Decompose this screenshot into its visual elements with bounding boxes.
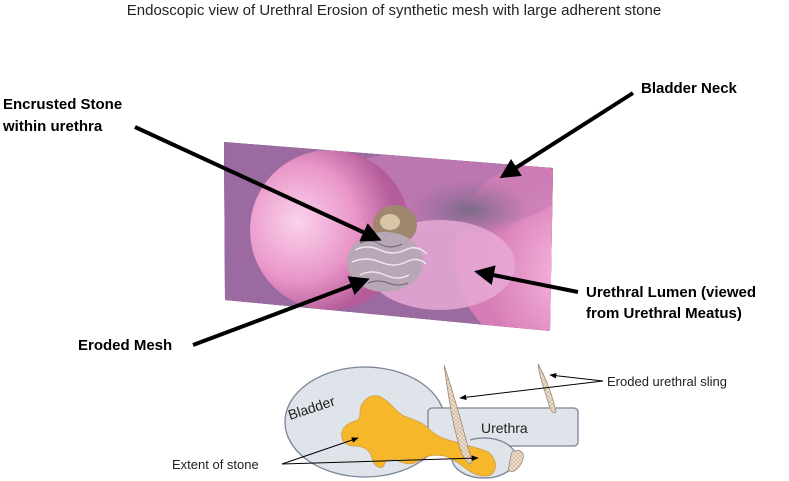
label-bladder-neck: Bladder Neck bbox=[641, 80, 738, 97]
arrow-urethral-lumen bbox=[474, 265, 579, 294]
stone-shape bbox=[341, 395, 496, 477]
arrow-bladder-neck bbox=[499, 91, 635, 179]
label-extent-of-stone: Extent of stone bbox=[172, 457, 259, 472]
arrow-encrusted-stone bbox=[134, 125, 382, 242]
figure-title: Endoscopic view of Urethral Erosion of s… bbox=[127, 2, 661, 19]
endoscopic-photo bbox=[224, 142, 553, 331]
label-urethral-lumen-line2: from Urethral Meatus) bbox=[586, 305, 742, 322]
label-eroded-mesh: Eroded Mesh bbox=[78, 337, 172, 354]
label-urethral-lumen: Urethral Lumen (viewed from Urethral Mea… bbox=[586, 284, 760, 322]
pointer-sling-right bbox=[549, 372, 604, 382]
eroded-sling-right bbox=[537, 363, 557, 414]
label-encrusted-stone: Encrusted Stone within urethra bbox=[2, 96, 126, 135]
label-eroded-sling: Eroded urethral sling bbox=[607, 374, 727, 389]
eroded-sling-bottom bbox=[507, 450, 524, 472]
pointer-sling-left bbox=[459, 380, 604, 401]
label-encrusted-stone-line1: Encrusted Stone bbox=[3, 96, 122, 113]
anatomy-diagram: Bladder Urethra Eroded urethral sling Ex… bbox=[172, 363, 727, 479]
label-encrusted-stone-line2: within urethra bbox=[2, 118, 103, 135]
arrow-eroded-mesh bbox=[192, 276, 370, 347]
label-urethra: Urethra bbox=[481, 420, 528, 436]
pointer-stone-left bbox=[281, 437, 359, 465]
label-urethral-lumen-line1: Urethral Lumen (viewed bbox=[586, 284, 756, 301]
pointer-stone-right bbox=[281, 455, 479, 465]
eroded-sling-left bbox=[443, 364, 473, 464]
